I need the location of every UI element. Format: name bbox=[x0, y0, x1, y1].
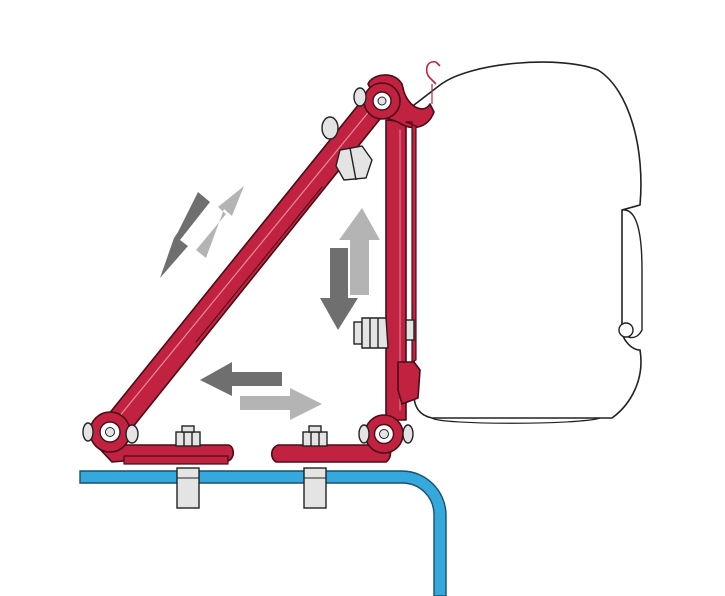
bolt-icon bbox=[82, 422, 139, 444]
awning-body bbox=[413, 61, 642, 419]
arrow-down-dark bbox=[320, 248, 358, 330]
horizontal-adjust-arrows bbox=[200, 362, 322, 420]
diagonal-strut-groove bbox=[117, 97, 381, 419]
rail-bolts bbox=[176, 467, 327, 509]
pivot-joint-icon bbox=[89, 411, 131, 453]
arrow-left-dark bbox=[200, 362, 282, 396]
roof-rail bbox=[79, 470, 447, 596]
bolt-icon bbox=[353, 317, 415, 349]
awning-clamp-plate bbox=[405, 121, 417, 363]
arrow-up-right-light bbox=[196, 186, 244, 258]
awning-cap-notch bbox=[618, 322, 634, 338]
lower-clamp-block bbox=[397, 361, 421, 405]
arrow-right-light bbox=[240, 388, 322, 420]
diagonal-strut-edge bbox=[195, 186, 323, 343]
bolt-icon bbox=[353, 87, 367, 107]
bracket-assembly bbox=[89, 74, 435, 465]
awning-bottom-rail bbox=[431, 417, 601, 424]
bolt-icon bbox=[176, 467, 200, 509]
pivot-joint-icon bbox=[364, 414, 404, 454]
bolt-icon bbox=[175, 425, 201, 447]
bolt-icon bbox=[358, 424, 414, 444]
bolt-icon bbox=[302, 425, 328, 447]
pivot-joint-icon bbox=[363, 82, 401, 120]
roof-rail-profile bbox=[79, 470, 447, 596]
bolt-icon bbox=[303, 467, 327, 509]
arrow-up-light bbox=[339, 208, 380, 295]
adjust-arrows-icon bbox=[160, 186, 380, 420]
vertical-adjust-arrows bbox=[320, 208, 380, 330]
diagonal-adjust-arrows bbox=[160, 186, 244, 278]
left-base-shoe bbox=[123, 455, 229, 465]
awning-hook-icon bbox=[425, 61, 441, 85]
awning-cassette bbox=[413, 61, 643, 424]
bolt-icon bbox=[321, 116, 373, 181]
arrow-down-left-dark bbox=[160, 192, 210, 278]
awning-end-cap bbox=[621, 209, 643, 339]
bracket-hardware bbox=[82, 87, 415, 447]
